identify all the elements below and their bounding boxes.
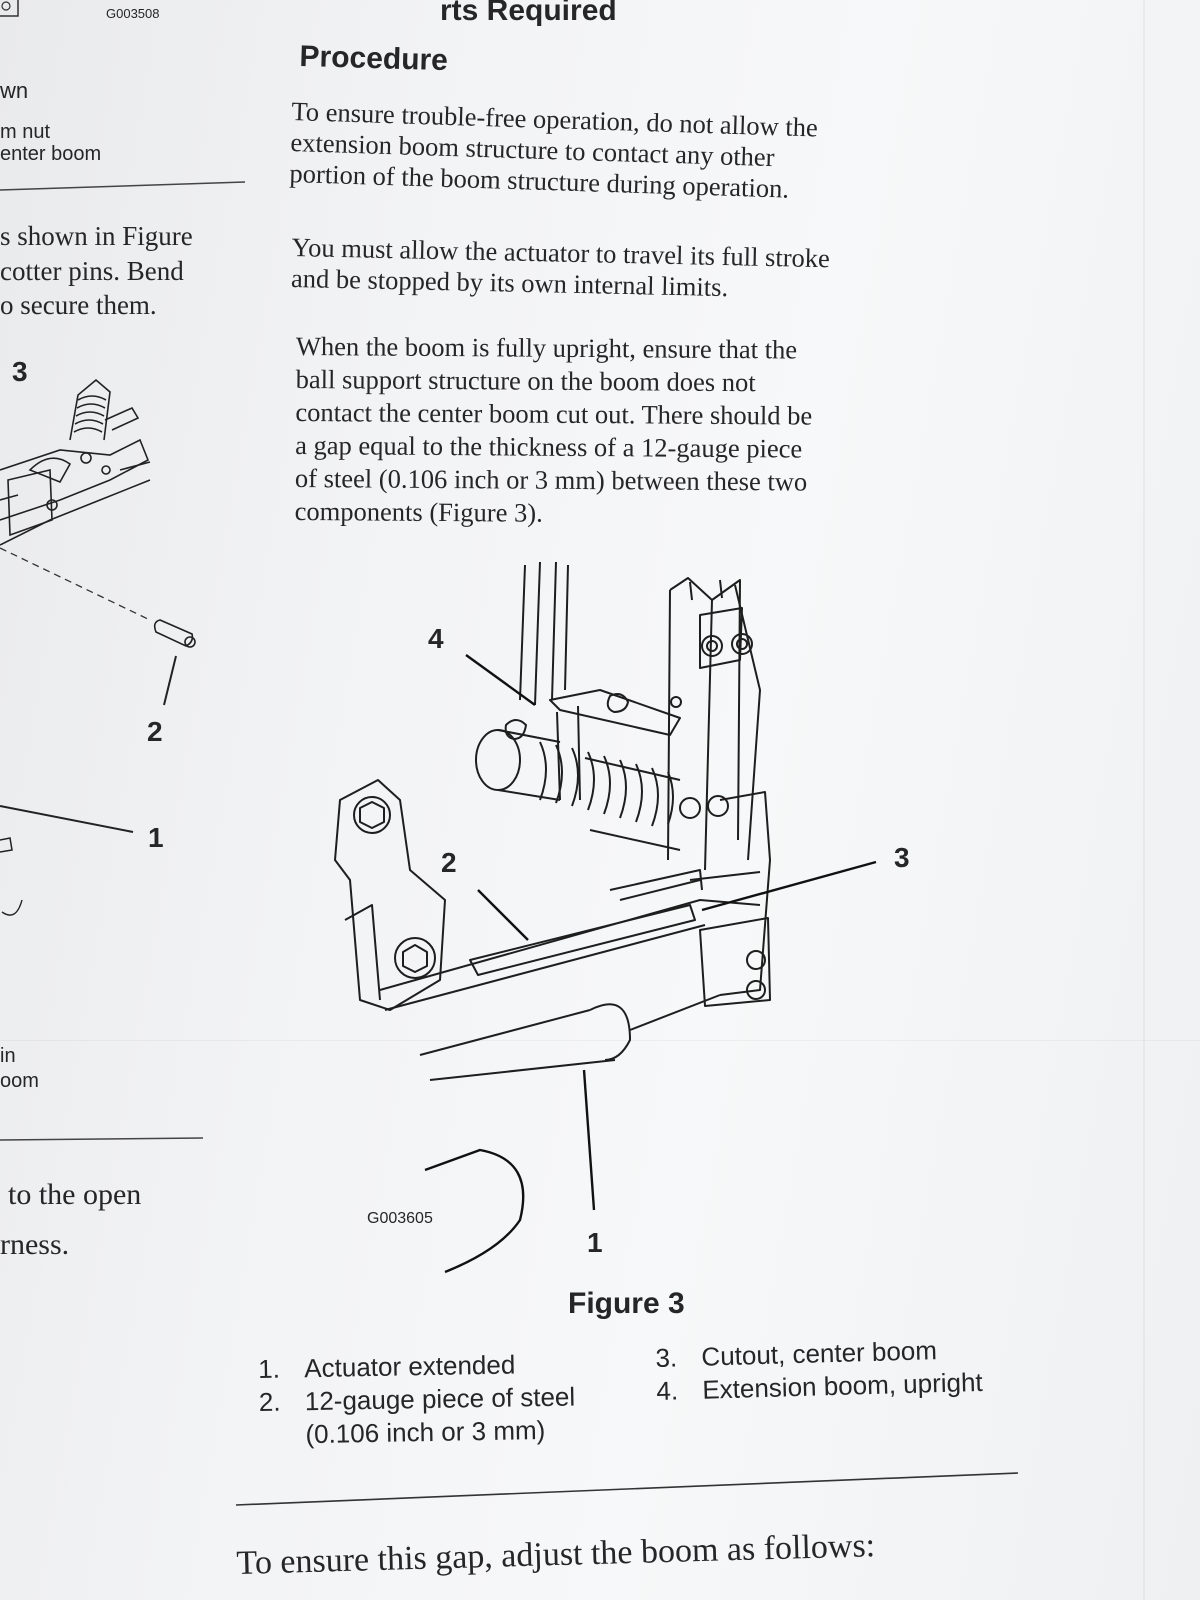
left-figure-code: G003508 <box>106 6 160 21</box>
left-callout-1: 1 <box>148 822 164 853</box>
figure-3-callout-4: 4 <box>428 623 444 654</box>
left-callout-2: 2 <box>147 716 163 747</box>
left-fragment-center-boom: enter boom <box>0 143 102 165</box>
left-fragment-in: in <box>0 1045 16 1067</box>
left-callout-3: 3 <box>12 356 28 387</box>
figure-3-code: G003605 <box>367 1210 433 1227</box>
figure-3-callout-1: 1 <box>587 1227 603 1258</box>
paper-crease <box>1143 0 1145 1600</box>
figure-3-title: Figure 3 <box>568 1287 685 1320</box>
section-heading-parts-required: rts Required <box>440 0 617 27</box>
figure-3-callout-3: 3 <box>894 842 910 873</box>
left-text-ness: rness. <box>0 1228 70 1261</box>
left-text-open: to the open <box>8 1178 142 1211</box>
left-text-line-1: s shown in Figure <box>0 221 193 251</box>
left-text-line-3: o secure them. <box>0 290 157 320</box>
left-text-line-2: cotter pins. Bend <box>0 256 184 286</box>
left-fragment-nut: m nut <box>0 121 51 143</box>
paper-crease <box>0 1040 1200 1041</box>
left-fragment-boom: oom <box>0 1070 39 1092</box>
left-fragment-wn: wn <box>0 78 29 103</box>
figure-3-callout-2: 2 <box>441 847 457 878</box>
